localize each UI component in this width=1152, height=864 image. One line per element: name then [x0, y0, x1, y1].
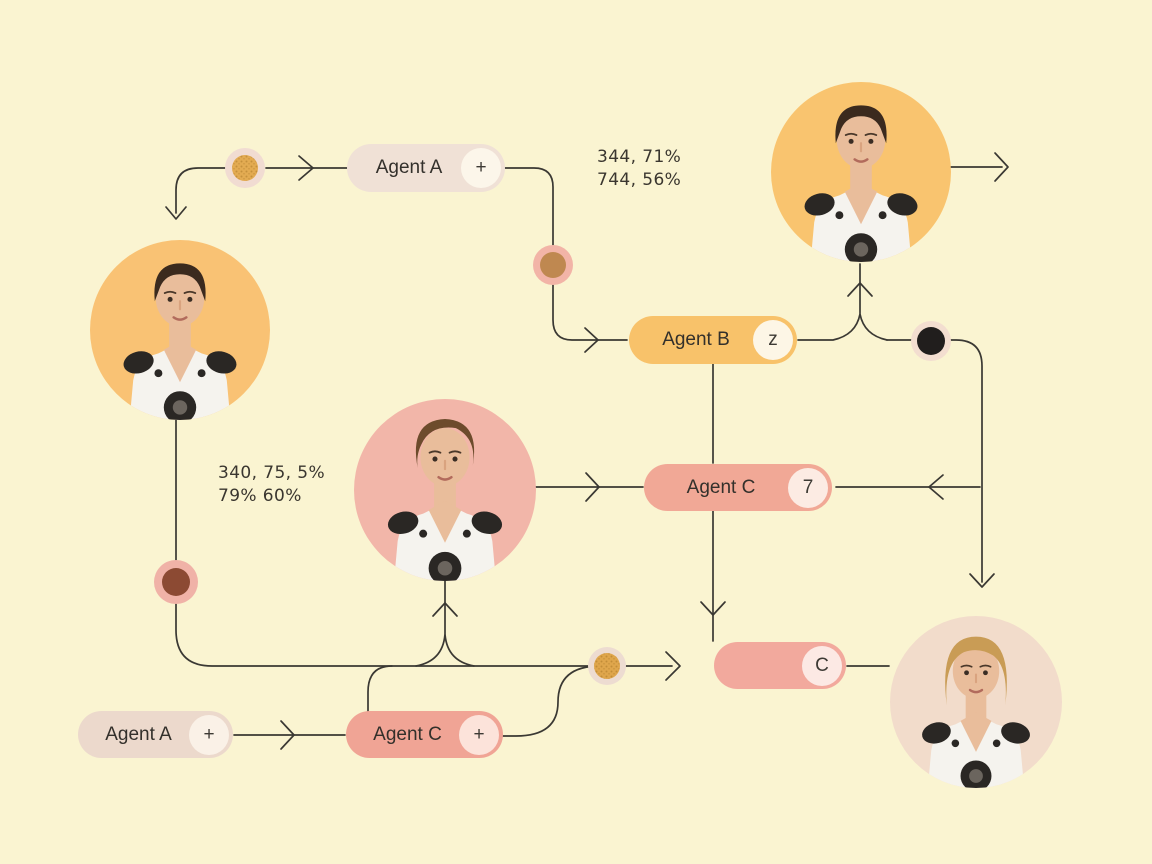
arrowhead-right-to-blank-pill: [665, 651, 681, 681]
avatar-bob: [922, 636, 1030, 788]
wire-topleft-hook: [175, 167, 237, 214]
wire-right-side-down: [886, 339, 983, 583]
wire-agent-c-bottom-up-to-bus: [501, 665, 601, 737]
avatar-crop: [387, 419, 503, 581]
arrowhead-left-to-agent-c: [928, 474, 944, 500]
agent-c-bottom-label: Agent C: [373, 723, 442, 745]
arrowhead-up-to-top-right-portrait: [847, 282, 873, 297]
black-dot[interactable]: [911, 321, 951, 361]
gold-speckled-dot-bottom[interactable]: [588, 647, 626, 685]
agent-a-top-pill[interactable]: Agent A +: [347, 144, 505, 192]
agent-c-middle-7-badge[interactable]: 7: [788, 467, 828, 508]
android-woman-portrait-top-right[interactable]: [771, 82, 951, 262]
arrowhead-down-to-bottom-right-portrait: [969, 573, 995, 588]
wire-agent-b-right-with-up-branch: [797, 263, 888, 341]
annotation-left-stats: 340, 75, 5% 79% 60%: [218, 462, 325, 508]
maroon-dot[interactable]: [154, 560, 198, 604]
annotation-top-line2: 744, 56%: [597, 170, 682, 190]
agent-b-pill[interactable]: Agent B z: [629, 316, 797, 364]
avatar-updo: [804, 105, 918, 262]
agent-c-middle-label: Agent C: [686, 476, 756, 498]
agent-a-top-plus-badge[interactable]: +: [461, 148, 501, 188]
avatar-updo: [123, 263, 237, 420]
agent-b-z-badge[interactable]: z: [753, 320, 793, 360]
annotation-top-line1: 344, 71%: [597, 147, 682, 167]
blank-pill[interactable]: C: [714, 642, 846, 689]
agent-c-bottom-pill[interactable]: Agent C +: [346, 711, 503, 758]
android-woman-portrait-middle[interactable]: [354, 399, 536, 581]
arrowhead-right-bottom: [280, 720, 295, 750]
arrowhead-up-to-middle-portrait: [432, 602, 458, 617]
wire-drop-to-agent-c-bottom: [367, 665, 393, 713]
agent-a-bottom-pill[interactable]: Agent A +: [78, 711, 233, 758]
annotation-left-line2: 79% 60%: [218, 486, 302, 506]
arrowhead-right-to-agent-a: [298, 155, 314, 181]
gold-speckled-dot-top[interactable]: [225, 148, 265, 188]
annotation-left-line1: 340, 75, 5%: [218, 463, 326, 483]
android-woman-portrait-bottom-right[interactable]: [890, 616, 1062, 788]
agent-b-label: Agent B: [662, 329, 730, 350]
arrowhead-right-exit: [994, 152, 1009, 182]
wire-branch-up-to-middle-portrait: [415, 579, 475, 667]
agent-a-bottom-label: Agent A: [105, 723, 172, 745]
wire-left-portrait-down-and-right: [175, 419, 673, 667]
arrowhead-right-to-agent-b: [584, 327, 599, 353]
android-woman-portrait-left[interactable]: [90, 240, 270, 420]
agent-a-top-label: Agent A: [375, 157, 443, 178]
blank-pill-c-badge[interactable]: C: [802, 645, 842, 686]
annotation-top-stats: 344, 71% 744, 56%: [597, 146, 681, 192]
arrowhead-down-to-blank-pill: [700, 601, 726, 616]
agent-a-bottom-plus-badge[interactable]: +: [189, 714, 229, 755]
arrowhead-down-into-left-portrait: [165, 206, 187, 220]
tan-dot[interactable]: [533, 245, 573, 285]
agent-c-bottom-plus-badge[interactable]: +: [459, 714, 499, 755]
wires: [165, 152, 1009, 750]
arrowhead-right-to-agent-c: [585, 472, 600, 502]
agent-c-middle-pill[interactable]: Agent C 7: [644, 464, 832, 511]
